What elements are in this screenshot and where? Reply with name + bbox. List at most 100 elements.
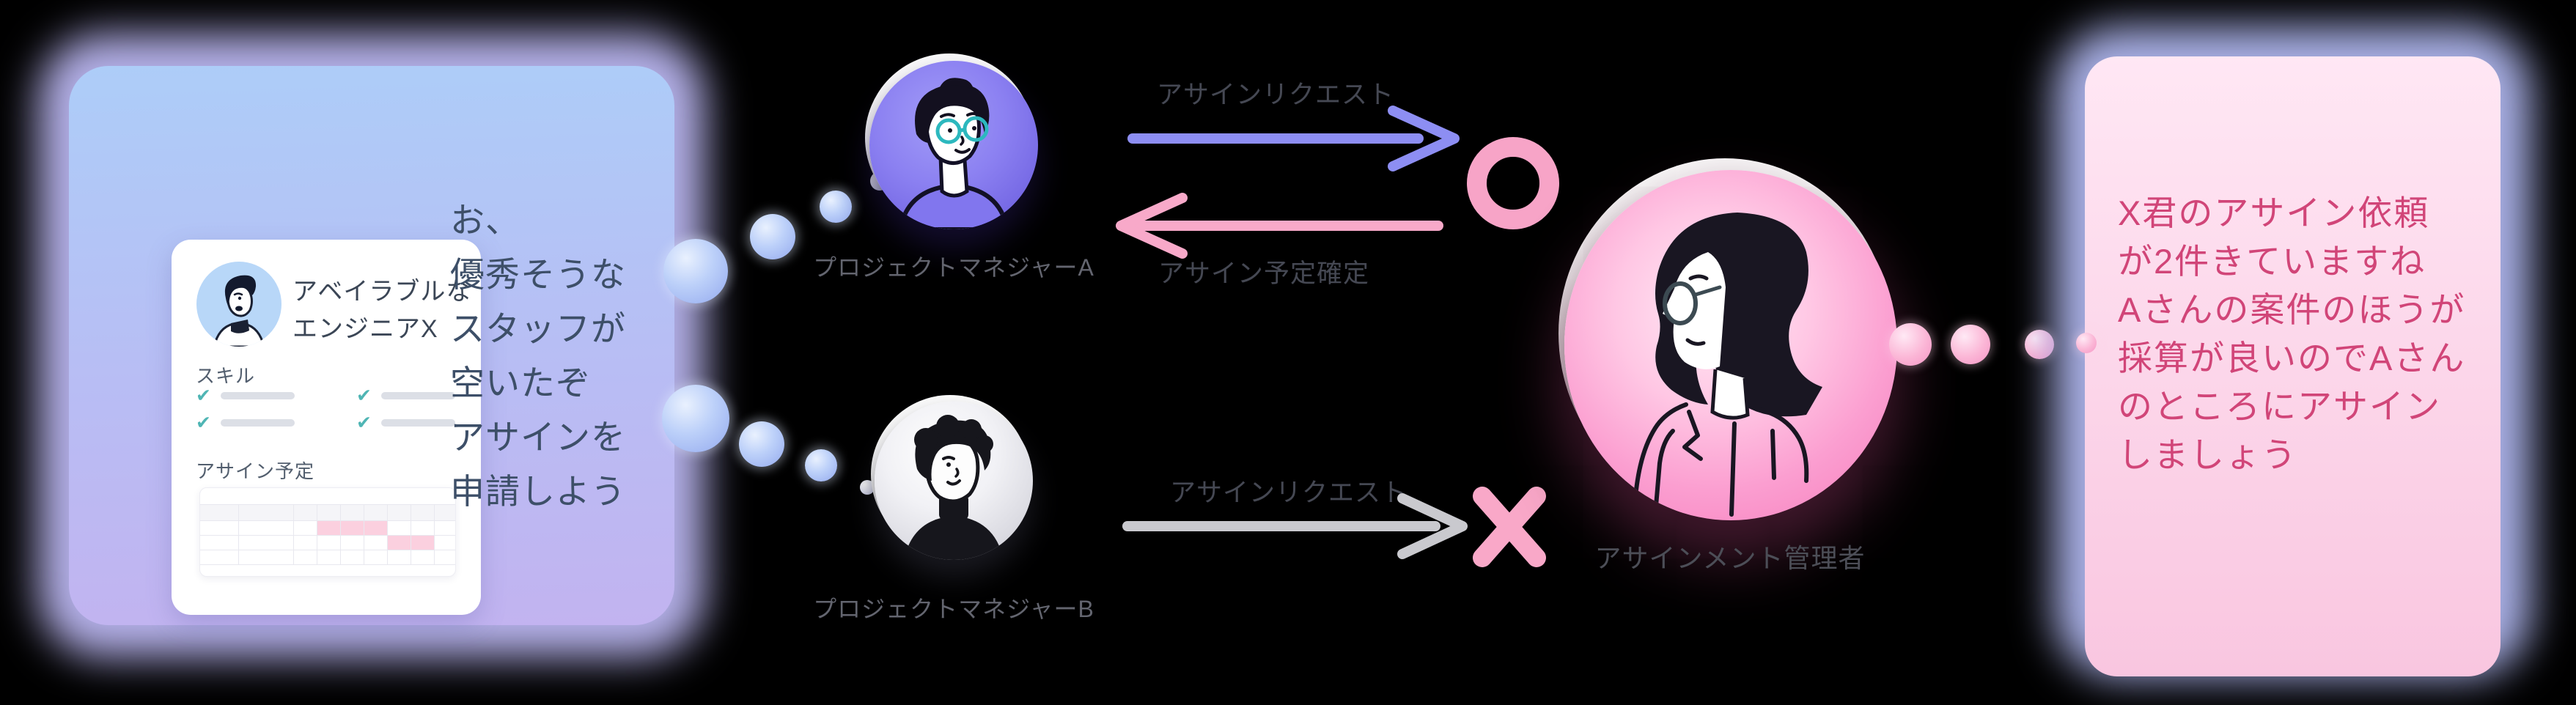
schedule-cell <box>341 550 364 564</box>
check-icon: ✔ <box>356 385 372 406</box>
pm-b-label: プロジェクトマネジャーB <box>813 596 1094 622</box>
schedule-cell <box>341 536 364 550</box>
schedule-cell <box>388 521 411 535</box>
schedule-cell <box>294 550 317 564</box>
pm-a-avatar-circle <box>869 61 1038 229</box>
thought-line: 優秀そうな <box>450 255 626 294</box>
thought-line: アサインを <box>450 418 626 457</box>
thought-line: 申請しよう <box>450 472 626 511</box>
schedule-cell <box>294 505 317 520</box>
engineer-avatar <box>196 262 281 347</box>
schedule-table <box>199 487 456 577</box>
pm-b-illustration <box>904 415 1004 560</box>
schedule-cell <box>239 521 294 535</box>
request-b-label: アサインリクエスト <box>1169 479 1407 507</box>
schedule-cell <box>411 505 435 520</box>
thought-bubble <box>1889 323 1932 366</box>
manager-illustration <box>1633 213 1822 517</box>
pm-a-illustration <box>897 78 1010 229</box>
schedule-row <box>200 488 455 504</box>
engineer-card: アベイラブルな エンジニアX スキル ✔ ✔ ✔ ✔ アサイン予定 <box>172 240 481 615</box>
schedule-cell <box>239 550 294 564</box>
thought-bubble <box>750 214 795 259</box>
schedule-cell <box>294 521 317 535</box>
manager-avatar <box>1559 158 1897 520</box>
skill-bar <box>380 392 455 399</box>
thought-line: のところにアサイン <box>2118 387 2441 426</box>
engineer-title-line1: アベイラブルな <box>292 278 472 306</box>
manager-avatar-circle <box>1564 170 1897 520</box>
request-a-arrow <box>1127 106 1460 171</box>
rejected-cross-icon <box>1473 487 1546 567</box>
schedule-cell <box>200 505 239 520</box>
thought-bubble <box>1951 325 1990 364</box>
schedule-cell <box>364 550 388 564</box>
schedule-cell <box>317 505 341 520</box>
skills-label: スキル <box>196 365 256 387</box>
manager-label: アサインメント管理者 <box>1594 543 1866 573</box>
engineer-title-line2: エンジニアX <box>292 315 438 343</box>
schedule-cell <box>317 536 341 550</box>
schedule-cell <box>388 505 411 520</box>
schedule-cell <box>239 505 294 520</box>
skill-bar <box>220 419 295 427</box>
thought-bubble <box>662 385 729 452</box>
left-thought-panel: アベイラブルな エンジニアX スキル ✔ ✔ ✔ ✔ アサイン予定 お、 優秀そ… <box>69 66 674 625</box>
engineer-card-title: アベイラブルな エンジニアX <box>292 273 471 348</box>
schedule-row <box>200 504 455 520</box>
schedule-busy-cell <box>341 521 364 535</box>
skill-item: ✔ <box>356 385 455 406</box>
schedule-busy-cell <box>317 521 341 535</box>
thought-line: お、 <box>450 201 520 240</box>
skill-item: ✔ <box>356 413 455 433</box>
schedule-cell <box>435 550 455 564</box>
pm-a-thought-text: お、 優秀そうな スタッフが 空いたぞ アサインを 申請しよう <box>450 193 626 519</box>
thought-line: 採算が良いのでAさん <box>2118 339 2466 377</box>
thought-line: スタッフが <box>450 309 626 348</box>
thought-bubble <box>663 239 728 303</box>
request-b-arrow <box>1122 493 1468 559</box>
pm-b-avatar <box>871 395 1033 560</box>
thought-line: 空いたぞ <box>450 363 591 402</box>
pm-b-avatar-circle <box>875 402 1033 560</box>
check-icon: ✔ <box>196 385 211 406</box>
skill-bar <box>380 419 455 427</box>
thought-line: しましょう <box>2118 435 2297 474</box>
engineer-illustration <box>213 275 265 347</box>
schedule-cell <box>411 521 435 535</box>
schedule-cell <box>200 550 239 564</box>
schedule-busy-cell <box>388 536 411 550</box>
approved-circle-icon <box>1467 137 1559 229</box>
thought-line: が2件きていますね <box>2118 242 2426 281</box>
thought-bubble <box>805 449 837 481</box>
thought-line: Aさんの案件のほうが <box>2118 290 2466 329</box>
schedule-row <box>200 550 455 564</box>
pm-a-label: プロジェクトマネジャーA <box>813 254 1094 281</box>
check-icon: ✔ <box>356 413 372 433</box>
schedule-cell <box>411 550 435 564</box>
thought-bubble <box>2025 330 2054 359</box>
schedule-row <box>200 520 455 535</box>
thought-bubble <box>739 421 784 467</box>
schedule-cell <box>317 550 341 564</box>
schedule-busy-cell <box>411 536 435 550</box>
schedule-row <box>200 564 455 576</box>
schedule-cell <box>435 536 455 550</box>
skill-item: ✔ <box>196 385 295 406</box>
thought-bubble <box>2076 333 2097 353</box>
schedule-cell <box>364 505 388 520</box>
schedule-cell <box>294 536 317 550</box>
skill-bar <box>220 392 295 399</box>
schedule-row <box>200 535 455 550</box>
request-a-label: アサインリクエスト <box>1156 81 1394 109</box>
confirm-label: アサイン予定確定 <box>1158 259 1369 288</box>
schedule-cell <box>200 521 239 535</box>
schedule-cell <box>388 550 411 564</box>
schedule-cell <box>239 536 294 550</box>
manager-thought-text: X君のアサイン依頼 が2件きていますね Aさんの案件のほうが 採算が良いのでAさ… <box>2118 189 2465 479</box>
schedule-cell <box>364 536 388 550</box>
schedule-cell <box>435 521 455 535</box>
right-thought-panel <box>2085 56 2500 676</box>
confirm-arrow <box>1116 193 1443 259</box>
